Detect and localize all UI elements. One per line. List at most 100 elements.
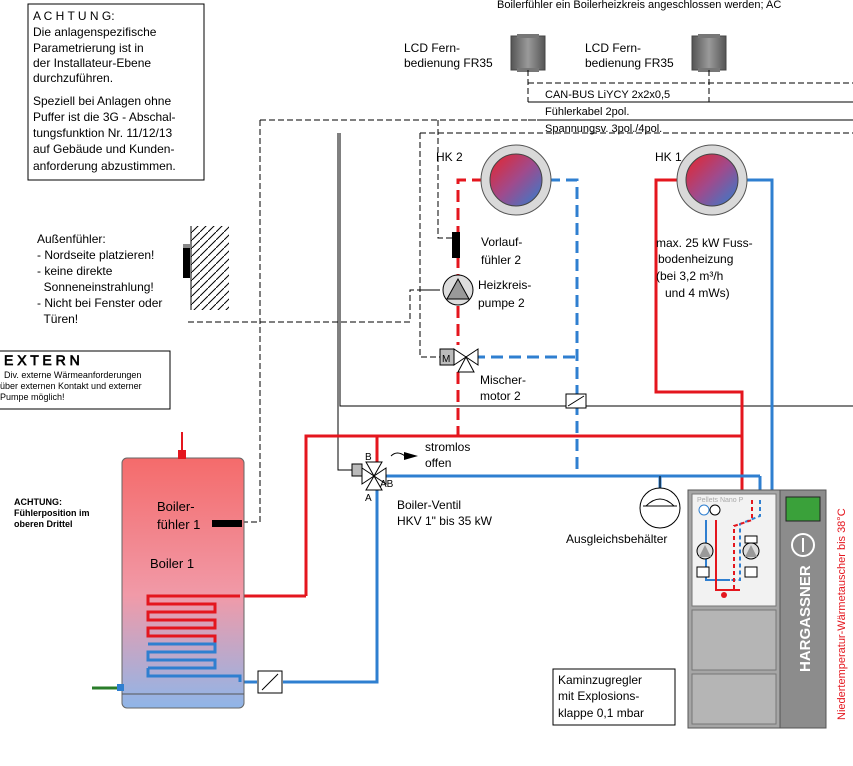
svg-text:tungsfunktion Nr. 11/12/13: tungsfunktion Nr. 11/12/13 bbox=[33, 126, 173, 140]
stromlos-arrow-icon bbox=[390, 452, 418, 460]
hk1-radiator-icon bbox=[676, 144, 748, 216]
svg-text:- Nordseite platzieren!: - Nordseite platzieren! bbox=[37, 248, 154, 262]
hk2-label: HK 2 bbox=[436, 150, 463, 164]
svg-text:klappe 0,1 mbar: klappe 0,1 mbar bbox=[558, 706, 644, 720]
achtung-line: der Installateur-Ebene bbox=[33, 56, 151, 70]
ausgleich-label: Ausgleichsbehälter bbox=[566, 532, 667, 546]
stromlos-line2: offen bbox=[425, 456, 451, 470]
svg-text:Sonneneinstrahlung!: Sonneneinstrahlung! bbox=[37, 280, 154, 294]
brand-label: HARGASSNER bbox=[797, 565, 814, 672]
hk1-return-pipe bbox=[744, 178, 774, 490]
achtung-line: Speziell bei Anlagen ohne bbox=[33, 94, 171, 108]
side-text: Niedertemperatur-Wärmetauscher bis 38°C bbox=[836, 508, 848, 720]
main-return-pipe bbox=[240, 474, 760, 684]
fr35-right-line2: bedienung FR35 bbox=[585, 56, 674, 70]
mixer-valve-icon bbox=[439, 348, 479, 373]
achtung-line: auf Gebäude und Kunden- bbox=[33, 142, 174, 156]
svg-text:und 4 mWs): und 4 mWs) bbox=[665, 286, 730, 300]
draft-regulator-box: Kaminzugregler mit Explosions- klappe 0,… bbox=[552, 668, 676, 726]
achtung-line: tungsfunktion Nr. 11/12/13 bbox=[33, 126, 173, 140]
hargassner-logo-icon bbox=[791, 533, 815, 557]
svg-text:Die anlagenspezifische: Die anlagenspezifische bbox=[33, 25, 157, 39]
return-flow-meter bbox=[257, 670, 283, 694]
svg-text:anforderung abzustimmen.: anforderung abzustimmen. bbox=[33, 159, 176, 173]
svg-text:oberen Drittel: oberen Drittel bbox=[14, 519, 73, 529]
boiler-sensor-icon bbox=[212, 520, 242, 527]
top-note: Boilerfühler ein Boilerheizkreis angesch… bbox=[497, 0, 781, 11]
cable-legend: CAN-BUS LiYCY 2x2x0,5 Fühlerkabel 2pol. … bbox=[528, 82, 853, 135]
achtung-line: Die anlagenspezifische bbox=[33, 25, 157, 39]
vorlauf-line2: fühler 2 bbox=[481, 253, 521, 267]
boiler-unit bbox=[687, 489, 827, 729]
boilerfuehler-line1: Boiler- bbox=[157, 499, 195, 514]
svg-text:Pumpe möglich!: Pumpe möglich! bbox=[0, 392, 65, 402]
fr35-right-line1: LCD Fern- bbox=[585, 41, 641, 55]
achtung-line: Puffer ist die 3G - Abschal- bbox=[33, 110, 176, 124]
hk2-return-pipe bbox=[473, 178, 579, 476]
mixer-motor-letter: M bbox=[442, 354, 450, 365]
control-wiring bbox=[188, 70, 853, 523]
svg-text:durchzuführen.: durchzuführen. bbox=[33, 71, 113, 85]
svg-text:Türen!: Türen! bbox=[37, 312, 78, 326]
lcd-remote-icon bbox=[691, 35, 727, 71]
circulation-pump-icon bbox=[442, 274, 474, 306]
achtung-boiler-note: ACHTUNG: Fühlerposition im oberen Dritte… bbox=[14, 497, 90, 529]
hk2-radiator-icon bbox=[480, 144, 552, 216]
unit-inner-piping bbox=[705, 500, 761, 591]
extern-box: E X T E R N Div. externe Wärmeanforderun… bbox=[0, 350, 171, 410]
mischer-line2: motor 2 bbox=[480, 389, 521, 403]
svg-text:- keine direkte: - keine direkte bbox=[37, 264, 113, 278]
hk1-label: HK 1 bbox=[655, 150, 682, 164]
pumpe-line1: Heizkreis- bbox=[478, 278, 531, 292]
svg-text:max. 25 kW Fuss-: max. 25 kW Fuss- bbox=[656, 236, 753, 250]
svg-text:ACHTUNG:: ACHTUNG: bbox=[14, 497, 62, 507]
boiler-3way-valve-icon bbox=[351, 461, 387, 491]
svg-text:A C H T U N G:: A C H T U N G: bbox=[33, 9, 115, 23]
boilerfuehler-line2: fühler 1 bbox=[157, 517, 200, 532]
valve-port-a: A bbox=[365, 493, 372, 504]
lcd-remote-right: LCD Fern- bedienung FR35 bbox=[585, 34, 727, 72]
hk2-check-valve bbox=[565, 393, 587, 409]
achtung-box: A C H T U N G: Die anlagenspezifische Pa… bbox=[27, 3, 205, 181]
cable-label-sensor: Fühlerkabel 2pol. bbox=[545, 106, 629, 118]
outside-sensor-notes: Außenfühler: - Nordseite platzieren! - k… bbox=[37, 232, 162, 326]
unit-inner-components bbox=[696, 504, 760, 598]
valve-port-b: B bbox=[365, 452, 372, 463]
svg-text:auf Gebäude und Kunden-: auf Gebäude und Kunden- bbox=[33, 142, 174, 156]
mischer-line1: Mischer- bbox=[480, 373, 526, 387]
floor-heating-note: max. 25 kW Fuss- bodenheizung (bei 3,2 m… bbox=[656, 236, 753, 300]
boiler-coil bbox=[146, 594, 242, 682]
svg-text:Kaminzugregler: Kaminzugregler bbox=[558, 673, 642, 687]
boiler-ventil-line2: HKV 1" bis 35 kW bbox=[397, 514, 493, 528]
svg-text:(bei 3,2 m³/h: (bei 3,2 m³/h bbox=[656, 269, 723, 283]
boiler-ventil-line1: Boiler-Ventil bbox=[397, 498, 461, 512]
fr35-left-line1: LCD Fern- bbox=[404, 41, 460, 55]
unit-panel-label: Pellets Nano P bbox=[697, 497, 744, 504]
lcd-remote-icon bbox=[510, 35, 546, 71]
outside-sensor bbox=[183, 226, 229, 310]
outside-sensor-icon bbox=[183, 246, 190, 278]
pumpe-line2: pumpe 2 bbox=[478, 296, 525, 310]
lcd-remote-left: LCD Fern- bedienung FR35 bbox=[404, 34, 546, 72]
svg-text:mit Explosions-: mit Explosions- bbox=[558, 689, 639, 703]
fr35-left-line2: bedienung FR35 bbox=[404, 56, 493, 70]
svg-text:Parametrierung ist in: Parametrierung ist in bbox=[33, 41, 144, 55]
unit-display bbox=[785, 496, 821, 522]
stromlos-line1: stromlos bbox=[425, 440, 470, 454]
svg-text:Speziell bei Anlagen ohne: Speziell bei Anlagen ohne bbox=[33, 94, 171, 108]
svg-text:Fühlerposition im: Fühlerposition im bbox=[14, 508, 90, 518]
achtung-line: Parametrierung ist in bbox=[33, 41, 144, 55]
svg-text:Puffer ist die 3G - Abschal-: Puffer ist die 3G - Abschal- bbox=[33, 110, 176, 124]
achtung-line: anforderung abzustimmen. bbox=[33, 159, 176, 173]
supply-sensor-icon bbox=[452, 232, 460, 258]
main-supply-pipe bbox=[240, 434, 752, 598]
hk1-supply-pipe bbox=[654, 178, 744, 490]
svg-text:Außenfühler:: Außenfühler: bbox=[37, 232, 106, 246]
vorlauf-line1: Vorlauf- bbox=[481, 235, 522, 249]
svg-text:- Nicht bei Fenster oder: - Nicht bei Fenster oder bbox=[37, 296, 162, 310]
svg-text:über externen Kontakt und exte: über externen Kontakt und externer bbox=[0, 381, 142, 391]
svg-text:Div. externe Wärmeanforderunge: Div. externe Wärmeanforderungen bbox=[4, 370, 141, 380]
cable-label-power: Spannungsv. 3pol./4pol. bbox=[545, 123, 662, 135]
extern-title: E X T E R N bbox=[4, 352, 80, 368]
